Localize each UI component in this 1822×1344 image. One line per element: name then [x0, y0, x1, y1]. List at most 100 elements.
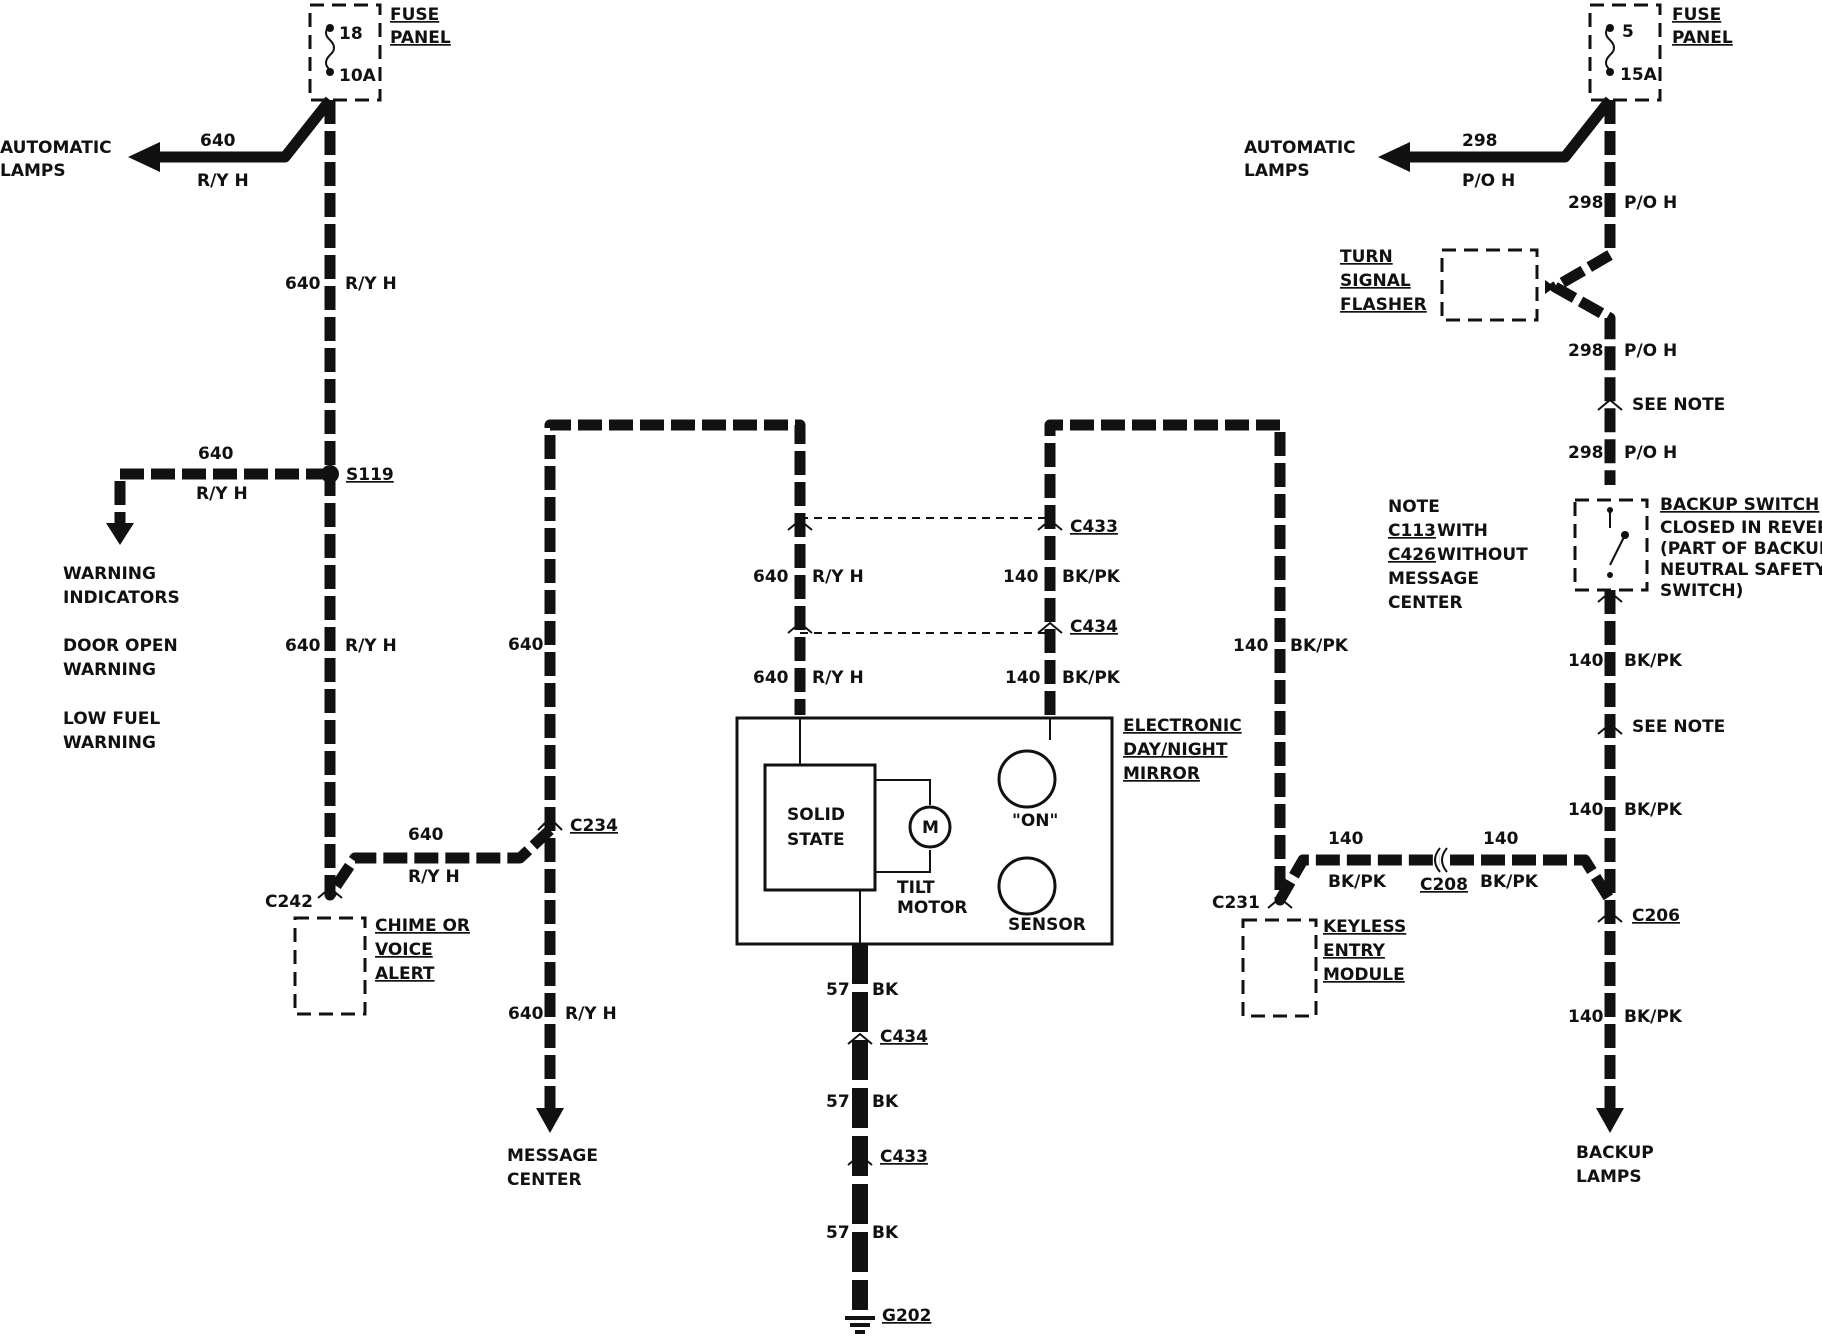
label-bkpk-e: BK/PK [1480, 872, 1539, 892]
chime-label-1: CHIME OR [375, 916, 470, 936]
chime-label-3: ALERT [375, 964, 435, 984]
connector-c433-top: C433 [1070, 517, 1118, 537]
backup-switch-3: NEUTRAL SAFETY [1660, 560, 1822, 580]
see-note-1: SEE NOTE [1632, 395, 1725, 415]
dest-warning-2: INDICATORS [63, 588, 180, 608]
label-57-c: 57 [826, 1223, 850, 1243]
turn-flasher-box [1440, 248, 1539, 322]
left-fuse: 18 10A FUSE PANEL [308, 3, 451, 102]
dest-message-1: MESSAGE [507, 1146, 598, 1166]
label-po-d: P/O H [1624, 443, 1677, 463]
connector-c434-bottom: C434 [880, 1027, 928, 1047]
label-140-a: 140 [1003, 567, 1039, 587]
label-640-g: 640 [508, 1004, 544, 1024]
on-label: "ON" [1012, 811, 1058, 831]
fuse-left-label-1: FUSE [390, 5, 439, 25]
ground-symbol-icon [845, 1316, 875, 1334]
wire-140-mirror [1044, 419, 1440, 906]
label-bk-b: BK [872, 1092, 899, 1112]
label-298-a: 298 [1462, 131, 1498, 151]
connector-c433-bottom: C433 [880, 1147, 928, 1167]
dest-auto-lamps-2: LAMPS [0, 161, 66, 181]
connector-c231: C231 [1212, 893, 1260, 913]
label-640-a: 640 [200, 131, 236, 151]
mirror-module: SOLID STATE M TILT MOTOR "ON" SENSOR [735, 716, 1114, 946]
connector-c234: C234 [570, 816, 618, 836]
label-140-f: 140 [1568, 651, 1604, 671]
fuse-right-label-1: FUSE [1672, 5, 1721, 25]
dest-message-2: CENTER [507, 1170, 582, 1190]
motor-m: M [922, 818, 939, 838]
dest-door-1: DOOR OPEN [63, 636, 178, 656]
label-ry-h: R/Y H [812, 567, 864, 587]
motor-symbol [908, 805, 952, 849]
label-140-h: 140 [1568, 1007, 1604, 1027]
arrow-message-center [536, 1108, 564, 1133]
dest-warning-1: WARNING [63, 564, 156, 584]
mirror-label-2: DAY/NIGHT [1123, 740, 1228, 760]
turn-label-1: TURN [1340, 247, 1393, 267]
note-line-4: CENTER [1388, 593, 1463, 613]
backup-switch-4: SWITCH) [1660, 581, 1743, 601]
chime-label-2: VOICE [375, 940, 433, 960]
label-298-d: 298 [1568, 443, 1604, 463]
label-po-b: P/O H [1624, 193, 1677, 213]
label-bkpk-f: BK/PK [1624, 651, 1683, 671]
dest-fuel-1: LOW FUEL [63, 709, 160, 729]
fuse-left-number: 18 [339, 24, 363, 44]
dest-auto-lamps-1: AUTOMATIC [0, 138, 112, 158]
label-bk-c: BK [872, 1223, 899, 1243]
mirror-label-3: MIRROR [1123, 764, 1200, 784]
connector-s119: S119 [346, 465, 394, 485]
fuse-left-rating: 10A [339, 66, 377, 86]
label-ry-a: R/Y H [197, 171, 249, 191]
solid-state-1: SOLID [787, 805, 845, 825]
fuse-right-label-2: PANEL [1672, 28, 1733, 48]
label-57-b: 57 [826, 1092, 850, 1112]
right-fuse: 5 15A FUSE PANEL [1588, 3, 1733, 102]
note-c426: C426 [1388, 545, 1436, 565]
backup-switch-title: BACKUP SWITCH [1660, 495, 1819, 515]
dest-door-2: WARNING [63, 660, 156, 680]
splice-s119 [321, 465, 339, 483]
label-bkpk-d: BK/PK [1328, 872, 1387, 892]
note-with: WITH [1437, 521, 1488, 541]
arrow-auto-lamps-right [1378, 142, 1410, 172]
label-bkpk-g: BK/PK [1624, 800, 1683, 820]
solid-state-2: STATE [787, 830, 845, 850]
label-640-h: 640 [753, 567, 789, 587]
label-298-b: 298 [1568, 193, 1604, 213]
label-640-d: 640 [285, 636, 321, 656]
connector-c242: C242 [265, 892, 313, 912]
label-140-c: 140 [1233, 636, 1269, 656]
backup-switch-1: CLOSED IN REVERSE [1660, 518, 1822, 538]
wire-298-auto-lamps [1410, 96, 1615, 163]
turn-label-3: FLASHER [1340, 295, 1427, 315]
label-640-b: 640 [285, 274, 321, 294]
label-140-e: 140 [1483, 829, 1519, 849]
mirror-label-1: ELECTRONIC [1123, 716, 1242, 736]
keyless-label-1: KEYLESS [1323, 917, 1406, 937]
label-640-c: 640 [198, 444, 234, 464]
fuse-right-number: 5 [1622, 22, 1634, 42]
label-ry-g: R/Y H [565, 1004, 617, 1024]
label-ry-d: R/Y H [345, 636, 397, 656]
label-bkpk-h: BK/PK [1624, 1007, 1683, 1027]
label-bkpk-c: BK/PK [1290, 636, 1349, 656]
label-bk-a: BK [872, 980, 899, 1000]
connector-c206: C206 [1632, 906, 1680, 926]
dest-auto-lamps-r1: AUTOMATIC [1244, 138, 1356, 158]
keyless-label-2: ENTRY [1323, 941, 1386, 961]
keyless-label-3: MODULE [1323, 965, 1405, 985]
label-po-a: P/O H [1462, 171, 1515, 191]
note-c113: C113 [1388, 521, 1436, 541]
see-note-2: SEE NOTE [1632, 717, 1725, 737]
tilt-motor-2: MOTOR [897, 898, 968, 918]
label-140-g: 140 [1568, 800, 1604, 820]
label-140-b: 140 [1005, 668, 1041, 688]
note-title: NOTE [1388, 497, 1440, 517]
fuse-left-label-2: PANEL [390, 28, 451, 48]
label-57-a: 57 [826, 980, 850, 1000]
keyless-box [1241, 918, 1318, 1018]
